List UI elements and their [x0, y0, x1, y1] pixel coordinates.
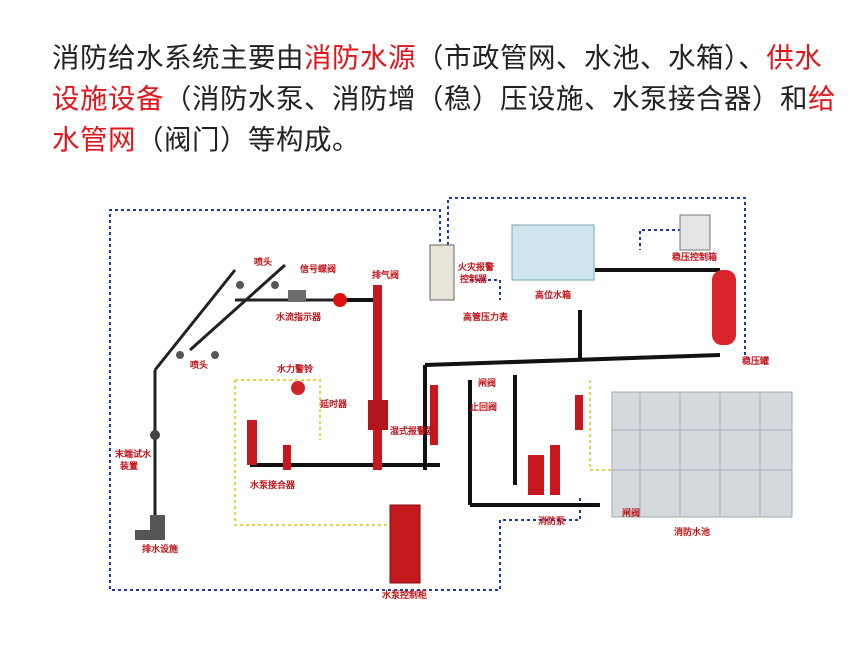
- red-risers: [373, 285, 583, 495]
- pressure-tank: [712, 270, 736, 345]
- label-fire-pump: 消防泵: [538, 515, 566, 527]
- label-pump-control-cabinet: 水泵控制柜: [382, 589, 427, 601]
- label-delayer: 延时器: [319, 398, 348, 410]
- highlight-supply-equipment: 供水设施设备: [52, 42, 823, 115]
- signal-valve: [333, 293, 347, 307]
- label-sprinkler-top: 喷头: [254, 256, 272, 268]
- label-check-valve: 止回阀: [470, 401, 497, 413]
- label-fire-alarm-controller-1: 火灾报警: [458, 261, 494, 273]
- fire-pump: [528, 455, 544, 495]
- label-pressure-tank: 稳压罐: [742, 355, 769, 367]
- intro-text-2: （市政管网、水池、水箱）、: [416, 42, 767, 74]
- label-high-tank: 高位水箱: [535, 289, 571, 301]
- pump-control-cabinet: [389, 504, 421, 584]
- intro-text-1: 消防给水系统主要由: [52, 42, 304, 74]
- label-wet-alarm-valve: 湿式报警器: [390, 425, 436, 437]
- label-high-pressure-switch: 高管压力表: [463, 311, 509, 323]
- wet-alarm-valve: [368, 400, 388, 430]
- label-sprinkler-bottom: 喷头: [190, 359, 208, 371]
- pump-adapter: [247, 420, 257, 465]
- sprinkler-branches: [153, 263, 335, 515]
- fire-pool-grid: [612, 392, 792, 517]
- high-tank: [511, 224, 595, 281]
- intro-text-4: （阀门）等构成。: [136, 124, 360, 156]
- sprinkler-heads: [176, 281, 279, 359]
- highlight-water-source: 消防水源: [304, 42, 416, 74]
- label-signal-valve: 信号蝶阀: [300, 263, 336, 275]
- pump-adapter-2: [283, 445, 291, 470]
- label-fire-alarm-controller-2: 控制器: [460, 273, 488, 285]
- label-water-flow-indicator: 水流指示器: [276, 311, 322, 323]
- intro-paragraph: 消防给水系统主要由消防水源（市政管网、水池、水箱）、供水设施设备（消防水泵、消防…: [52, 38, 842, 161]
- label-fire-pool: 消防水池: [674, 526, 710, 538]
- water-flow-indicator: [288, 290, 306, 302]
- label-end-test-2: 装置: [119, 460, 138, 472]
- drain-fixture: [135, 515, 165, 540]
- label-pump-adapter: 水泵接合器: [250, 479, 296, 491]
- fire-alarm-controller: [429, 244, 455, 301]
- pressure-control-box: [679, 214, 711, 251]
- intro-text-3: （消防水泵、消防增（稳）压设施、水泵接合器）和: [164, 83, 808, 115]
- label-exhaust-valve: 排气阀: [372, 269, 399, 281]
- fire-pool: [611, 391, 793, 518]
- label-water-alarm-bell: 水力警铃: [277, 363, 314, 375]
- diagram-labels: 喷头 喷头 信号蝶阀 排气阀 火灾报警 控制器 水流指示器 高位水箱 高管压力表…: [114, 251, 769, 601]
- alarm-lines: [234, 379, 620, 526]
- highlight-pipe-network: 给水管网: [52, 83, 836, 156]
- label-gate-valve-2: 闸阀: [622, 507, 640, 519]
- label-drain: 排水设施: [142, 543, 178, 555]
- end-test-device: [150, 430, 160, 440]
- label-gate-valve: 闸阀: [478, 377, 496, 389]
- water-alarm-bell: [291, 381, 305, 395]
- label-end-test-1: 末端试水: [114, 448, 152, 460]
- label-pressure-control-box: 稳压控制箱: [672, 251, 717, 263]
